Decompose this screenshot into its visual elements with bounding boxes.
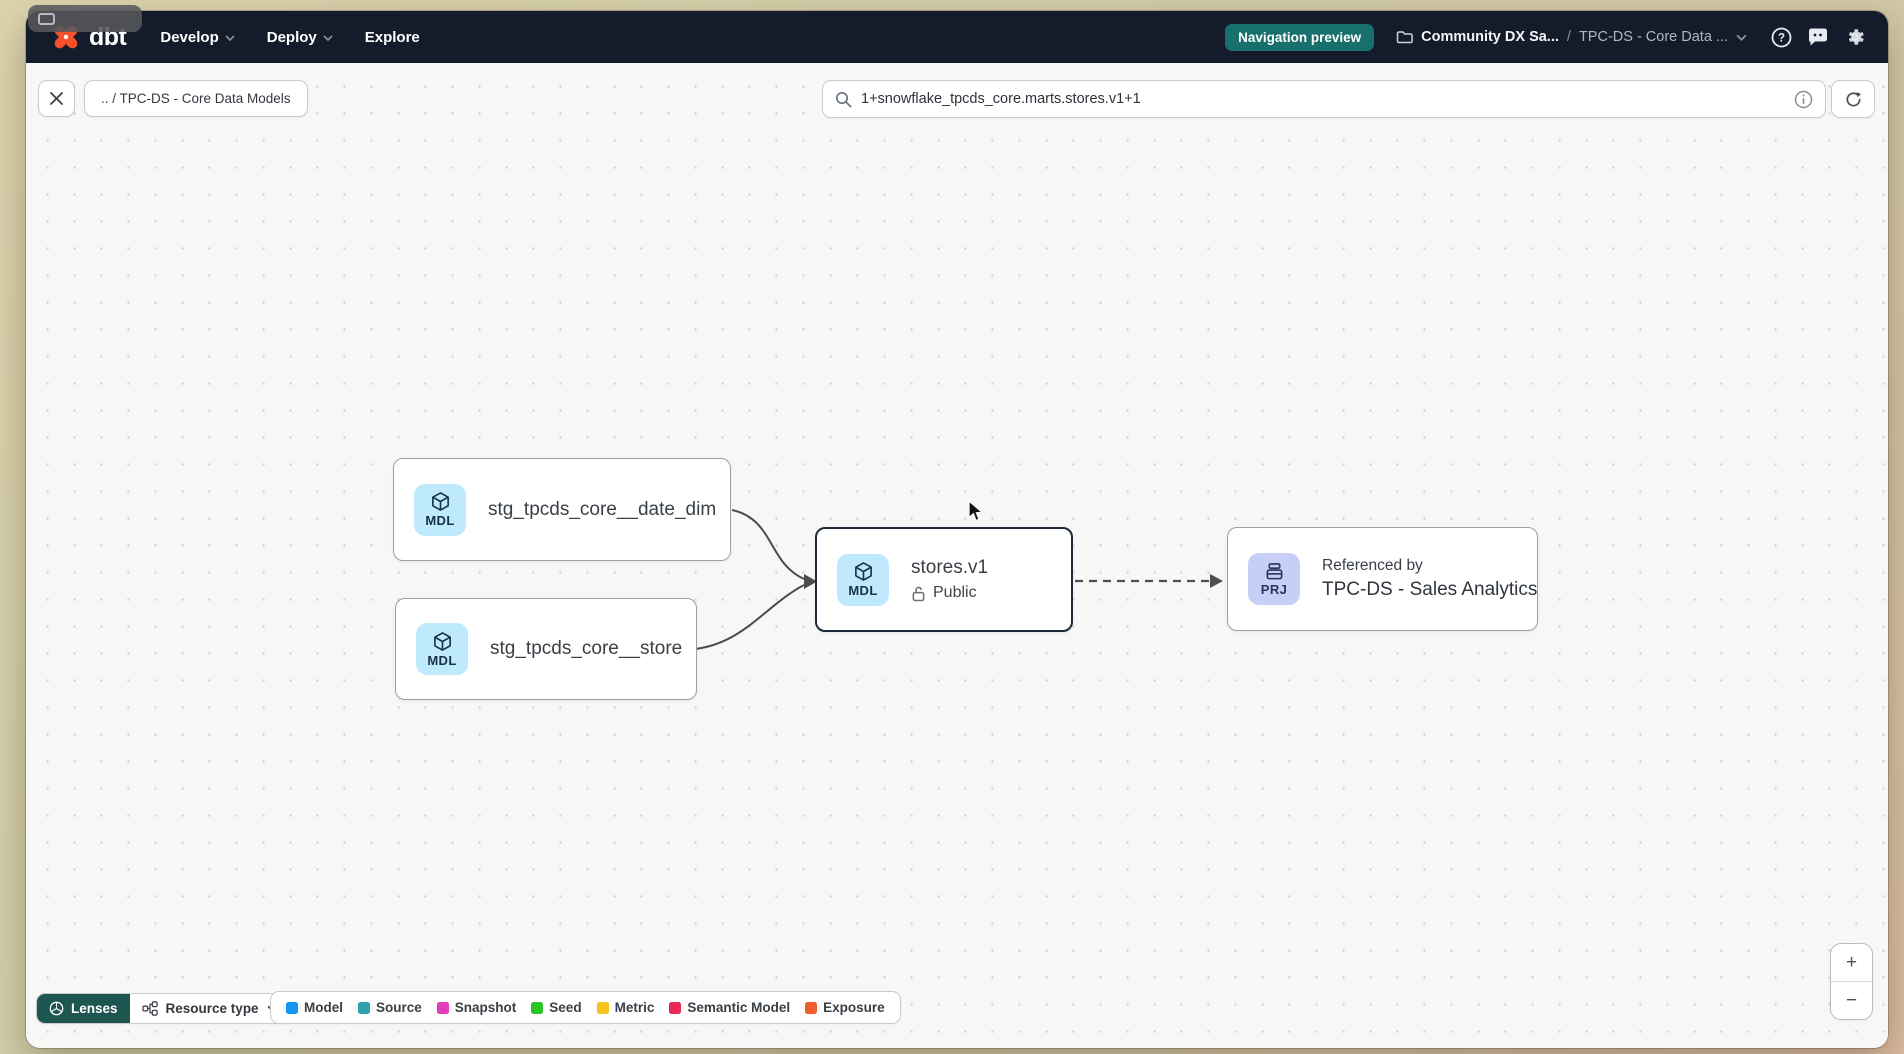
lineage-path-chip[interactable]: .. / TPC-DS - Core Data Models: [84, 80, 308, 117]
legend-item-exposure: Exposure: [805, 1000, 885, 1015]
resource-type-dropdown[interactable]: Resource type: [130, 994, 290, 1023]
node-stores-v1[interactable]: MDL stores.v1 Public: [815, 527, 1073, 632]
source-swatch: [358, 1001, 370, 1014]
node-access-level: Public: [911, 584, 988, 602]
exposure-swatch: [805, 1001, 818, 1014]
node-referenced-by-project[interactable]: PRJ Referenced by TPC-DS - Sales Analyti…: [1227, 527, 1538, 631]
chevron-down-icon[interactable]: [1736, 34, 1747, 41]
nav-menu-develop[interactable]: Develop: [160, 29, 235, 46]
node-stg-tpcds-core-date-dim[interactable]: MDL stg_tpcds_core__date_dim: [393, 458, 731, 561]
screen-icon: [38, 12, 55, 25]
snapshot-swatch: [436, 1001, 449, 1014]
breadcrumb-separator: /: [1566, 29, 1571, 45]
info-icon[interactable]: [1794, 90, 1813, 109]
node-project-name: TPC-DS - Sales Analytics: [1322, 579, 1538, 600]
legend-item-snapshot: Snapshot: [436, 1000, 516, 1015]
zoom-out-button[interactable]: −: [1845, 989, 1858, 1011]
legend-item-model: Model: [286, 1000, 343, 1015]
breadcrumb-project[interactable]: Community DX Sa...: [1421, 29, 1559, 45]
node-referenced-by-label: Referenced by: [1322, 557, 1423, 574]
search-icon: [835, 91, 852, 107]
refresh-icon: [1845, 91, 1861, 106]
model-badge: MDL: [837, 553, 889, 606]
model-badge: MDL: [416, 623, 468, 675]
zoom-controls: + −: [1830, 943, 1873, 1020]
nav-menu-deploy[interactable]: Deploy: [267, 29, 333, 46]
model-swatch: [286, 1001, 298, 1014]
node-title: stg_tpcds_core__store: [490, 638, 683, 659]
screen-recording-pill: [28, 5, 142, 32]
lock-open-icon: [912, 586, 925, 601]
cube-icon: [433, 631, 451, 651]
lens-aperture-icon: [49, 1001, 64, 1016]
resource-graph-icon: [141, 1001, 158, 1016]
resource-type-legend: Model Source Snapshot Seed Metric Semant…: [270, 991, 901, 1024]
node-title: stg_tpcds_core__date_dim: [488, 498, 717, 520]
svg-text:?: ?: [1778, 32, 1785, 44]
chevron-down-icon: [323, 35, 333, 41]
seed-swatch: [531, 1001, 544, 1014]
folder-icon: [1396, 31, 1413, 44]
feedback-icon[interactable]: [1807, 27, 1829, 47]
stack-icon: [1266, 562, 1282, 579]
node-title: stores.v1: [911, 557, 989, 578]
metric-swatch: [596, 1001, 609, 1014]
app-window: dbt Develop Deploy Explore Navigation pr…: [26, 11, 1888, 1048]
lineage-selector-input[interactable]: [861, 91, 1794, 107]
nav-menu-explore[interactable]: Explore: [364, 28, 420, 46]
settings-gear-icon[interactable]: [1844, 26, 1866, 48]
node-stg-tpcds-core-store[interactable]: MDL stg_tpcds_core__store: [395, 598, 697, 700]
help-icon[interactable]: ?: [1771, 27, 1792, 48]
breadcrumb-page[interactable]: TPC-DS - Core Data ...: [1578, 29, 1728, 45]
legend-item-semantic-model: Semantic Model: [669, 1000, 790, 1015]
legend-item-seed: Seed: [531, 1000, 582, 1015]
refresh-lineage-button[interactable]: [1831, 80, 1875, 118]
cube-icon: [854, 562, 872, 581]
legend-item-metric: Metric: [596, 1000, 654, 1015]
lenses-button[interactable]: Lenses: [37, 994, 130, 1023]
project-badge: PRJ: [1248, 553, 1300, 605]
zoom-in-button[interactable]: +: [1831, 944, 1872, 982]
cube-icon: [431, 492, 449, 511]
semantic-model-swatch: [669, 1001, 682, 1014]
lineage-search-bar: [822, 80, 1826, 118]
model-badge: MDL: [414, 483, 466, 536]
navigation-preview-badge[interactable]: Navigation preview: [1225, 23, 1375, 51]
close-lineage-button[interactable]: [38, 80, 75, 117]
legend-item-source: Source: [358, 1000, 422, 1015]
close-icon: [50, 92, 63, 105]
chevron-down-icon: [225, 35, 235, 41]
top-navbar: dbt Develop Deploy Explore Navigation pr…: [26, 11, 1888, 63]
breadcrumb: Community DX Sa... / TPC-DS - Core Data …: [1396, 29, 1747, 45]
lenses-control: Lenses Resource type: [36, 993, 291, 1024]
